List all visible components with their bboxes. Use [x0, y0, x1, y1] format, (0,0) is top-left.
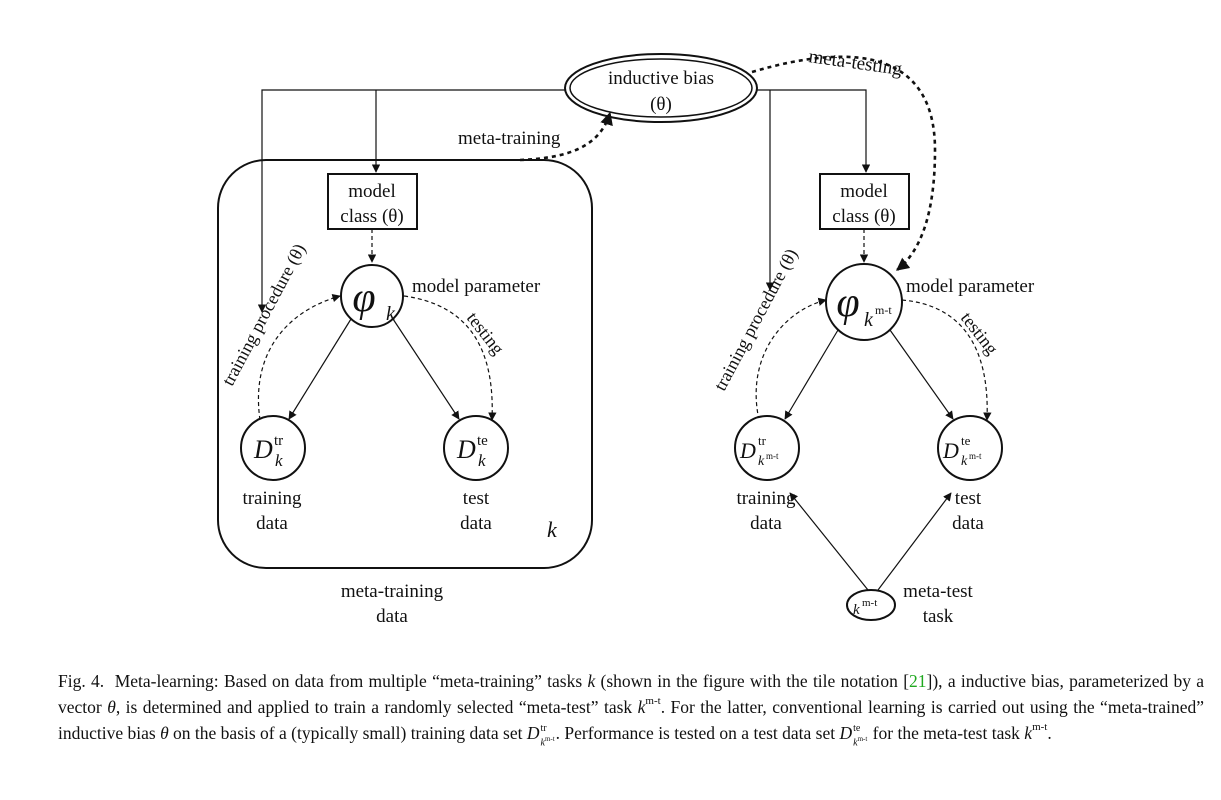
meta-learning-diagram: inductive bias (θ) meta-training meta-te… [217, 46, 1035, 627]
meta-testing-arrow [751, 55, 937, 272]
svg-text:m-t: m-t [875, 303, 892, 317]
figure-number: Fig. 4. [58, 671, 105, 691]
svg-text:m-t: m-t [862, 597, 877, 609]
svg-text:m-t: m-t [766, 451, 779, 461]
svg-text:data: data [460, 513, 492, 534]
svg-text:k: k [386, 303, 396, 325]
meta-test-task-label: meta-test [903, 581, 973, 602]
meta-training-label: meta-training [458, 128, 561, 149]
left-testing-arc [403, 295, 497, 421]
right-training-procedure-label: training procedure (θ) [710, 245, 803, 394]
right-training-data-node: D tr k m-t [734, 415, 800, 481]
svg-text:k: k [275, 451, 283, 470]
left-test-data-label: test [463, 488, 490, 509]
svg-text:φ: φ [352, 275, 375, 321]
svg-text:model: model [348, 181, 396, 202]
bias-label: inductive bias [608, 68, 714, 89]
left-training-procedure-connector [257, 89, 566, 313]
right-model-class-connector [757, 89, 871, 173]
right-test-data-label: test [955, 488, 982, 509]
svg-text:D: D [739, 438, 756, 463]
svg-text:class (θ): class (θ) [832, 206, 895, 227]
svg-text:k: k [864, 309, 874, 331]
inductive-bias-node: inductive bias (θ) [564, 53, 758, 123]
svg-text:k: k [853, 602, 860, 618]
svg-text:model: model [840, 181, 888, 202]
right-training-procedure-arc [755, 297, 827, 421]
left-training-procedure-label: training procedure (θ) [218, 240, 311, 389]
svg-text:tr: tr [758, 433, 767, 448]
citation-link[interactable]: 21 [909, 671, 927, 691]
right-training-data-label: training [736, 488, 796, 509]
bias-connectors [257, 89, 871, 313]
left-test-data-node: D te k [443, 415, 509, 481]
svg-text:m-t: m-t [969, 451, 982, 461]
svg-text:k: k [758, 454, 765, 469]
meta-testing-label: meta-testing [807, 46, 903, 80]
svg-text:k: k [478, 451, 486, 470]
plate-caption: meta-training [341, 581, 444, 602]
left-testing-label: testing [463, 308, 508, 358]
left-training-procedure-arc [258, 293, 341, 421]
right-testing-label: testing [957, 308, 1002, 358]
svg-text:k: k [961, 454, 968, 469]
svg-text:class (θ): class (θ) [340, 206, 403, 227]
bias-theta: (θ) [650, 94, 672, 115]
left-training-data-label: training [242, 488, 302, 509]
meta-training-plate [217, 159, 593, 569]
left-model-class-box: model class (θ) [327, 173, 418, 230]
right-testing-arc [901, 299, 992, 421]
svg-text:tr: tr [274, 433, 283, 449]
left-model-parameter-node: φ k [340, 264, 404, 328]
right-model-parameter-label: model parameter [906, 276, 1035, 297]
svg-text:D: D [942, 438, 959, 463]
svg-text:φ: φ [836, 280, 859, 326]
left-model-parameter-label: model parameter [412, 276, 541, 297]
svg-text:data: data [376, 606, 408, 627]
left-training-data-node: D tr k [240, 415, 306, 481]
svg-text:te: te [477, 433, 488, 449]
svg-text:data: data [256, 513, 288, 534]
plate-index: k [547, 517, 558, 542]
svg-text:data: data [750, 513, 782, 534]
svg-text:task: task [923, 606, 954, 627]
right-model-parameter-node: φ k m-t [825, 263, 903, 341]
meta-test-task-node: k m-t [846, 589, 896, 621]
meta-training-arrow [519, 111, 613, 162]
right-test-data-node: D te k m-t [937, 415, 1003, 481]
right-model-class-box: model class (θ) [819, 173, 910, 230]
svg-text:D: D [456, 435, 476, 464]
figure-caption: Fig. 4. Meta-learning: Based on data fro… [58, 671, 1205, 748]
svg-text:D: D [253, 435, 273, 464]
svg-text:data: data [952, 513, 984, 534]
svg-text:te: te [961, 433, 971, 448]
